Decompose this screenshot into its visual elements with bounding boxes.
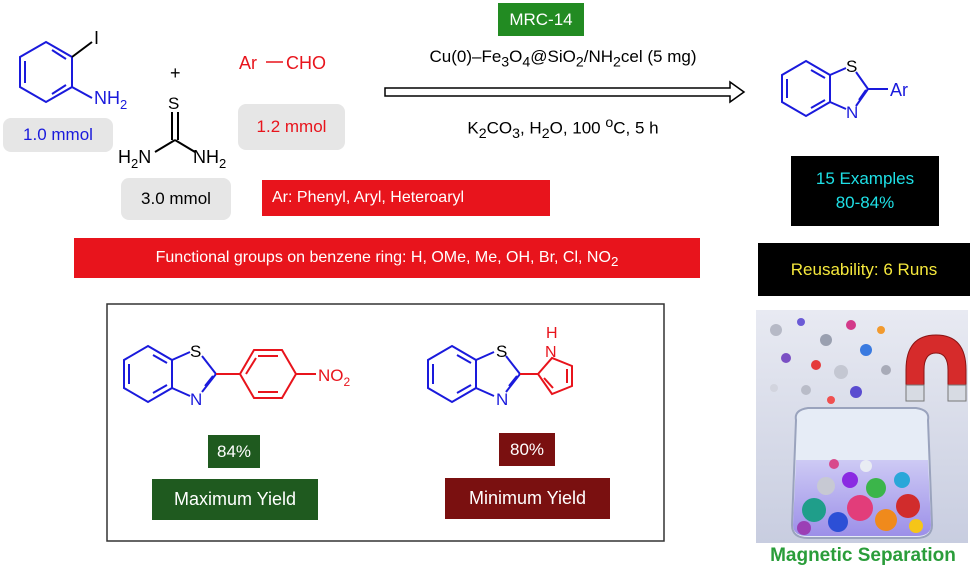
examples-count: 15 Examples	[815, 169, 915, 188]
product-structure	[781, 59, 888, 118]
jar-spheres	[797, 459, 923, 535]
thiourea-sulfur: S	[168, 94, 179, 113]
min-n-label: N	[496, 390, 508, 409]
iodoaniline-structure	[19, 40, 93, 104]
min-yield-structure	[427, 344, 573, 404]
max-yield-structure	[123, 344, 316, 404]
min-s-label: S	[496, 342, 507, 361]
magnetic-separation-illustration	[756, 310, 968, 543]
product-cn-double	[858, 89, 867, 101]
max-cs-bond	[171, 351, 191, 361]
thiourea-amount: 3.0 mmol	[121, 178, 231, 220]
ar-types-bar: Ar: Phenyl, Aryl, Heteroaryl	[262, 180, 550, 216]
iodo-bond	[71, 41, 93, 58]
aldehyde-amount: 1.2 mmol	[238, 104, 345, 150]
thiourea-left-amine: H2N	[118, 147, 151, 171]
reaction-arrow	[384, 80, 746, 104]
max-yield-label: Maximum Yield	[152, 479, 318, 520]
examples-box: 15 Examples 80-84%	[791, 156, 939, 226]
thiourea-right-bond	[174, 139, 196, 153]
iodoaniline-double-bond-3	[51, 84, 67, 95]
reusability-box: Reusability: 6 Runs	[758, 243, 970, 296]
amine-bond	[71, 86, 93, 99]
max-double-3	[152, 384, 168, 394]
product-double-bond-3	[810, 99, 826, 109]
min-yield-percent: 80%	[499, 433, 555, 466]
iodoaniline-ring	[19, 40, 73, 104]
magnetic-separation-label: Magnetic Separation	[770, 545, 956, 566]
min-double-2	[456, 354, 472, 364]
examples-range: 80-84%	[835, 193, 895, 212]
max-cn-double	[204, 375, 214, 387]
max-n-label: N	[190, 390, 202, 409]
max-double-2	[152, 354, 168, 364]
catalyst-formula: Cu(0)–Fe3O4@SiO2/NH2cel (5 mg)	[429, 47, 697, 71]
min-pyrrole-ring	[536, 356, 573, 396]
product-double-bond-2	[810, 69, 826, 79]
min-nc-bond	[505, 373, 521, 393]
min-cn-bond	[475, 387, 495, 397]
iodo-label: I	[94, 28, 99, 48]
product-ar-label: Ar	[890, 80, 908, 100]
aldehyde-cho: CHO	[286, 53, 326, 73]
min-sc-bond	[505, 355, 521, 375]
max-nc-bond	[201, 373, 217, 393]
min-double-3	[456, 384, 472, 394]
max-s-label: S	[190, 342, 201, 361]
product-nc-bond	[855, 88, 869, 107]
functional-groups-bar: Functional groups on benzene ring: H, OM…	[74, 238, 700, 278]
catalyst-name: MRC-14	[498, 3, 584, 36]
product-s-label: S	[846, 57, 857, 76]
min-pyrrole-n-label: N	[545, 344, 557, 361]
min-cn-double	[508, 375, 518, 387]
horseshoe-magnet	[905, 334, 967, 402]
product-cs-bond	[829, 67, 847, 76]
max-yield-percent: 84%	[208, 435, 260, 468]
iodoaniline-double-bond-1	[51, 49, 67, 60]
iodoaniline-amine-label: NH2	[94, 88, 127, 112]
min-pyrrole-double-2	[543, 377, 554, 389]
iodoaniline-amount: 1.0 mmol	[3, 118, 113, 152]
product-benzene-ring	[781, 59, 831, 118]
reaction-conditions: K2CO3, H2O, 100 oC, 5 h	[467, 115, 659, 143]
min-pyrrole-h-label: H	[546, 325, 558, 342]
max-no2-label: NO2	[318, 366, 351, 389]
product-n-label: N	[846, 103, 858, 122]
thiourea-left-bond	[154, 139, 176, 153]
max-sc-bond	[201, 355, 217, 375]
max-np-double-3	[245, 357, 257, 375]
min-cs-bond	[475, 351, 495, 361]
max-cn-bond	[171, 387, 191, 397]
product-sc-bond	[855, 71, 869, 90]
flying-spheres	[770, 318, 891, 404]
min-yield-label: Minimum Yield	[445, 478, 610, 519]
plus-sign: +	[170, 63, 181, 83]
thiourea-right-amine: NH2	[193, 147, 226, 171]
thiourea-structure	[154, 112, 196, 153]
product-cn-bond	[829, 101, 847, 110]
aldehyde-ar: Ar	[239, 53, 257, 73]
